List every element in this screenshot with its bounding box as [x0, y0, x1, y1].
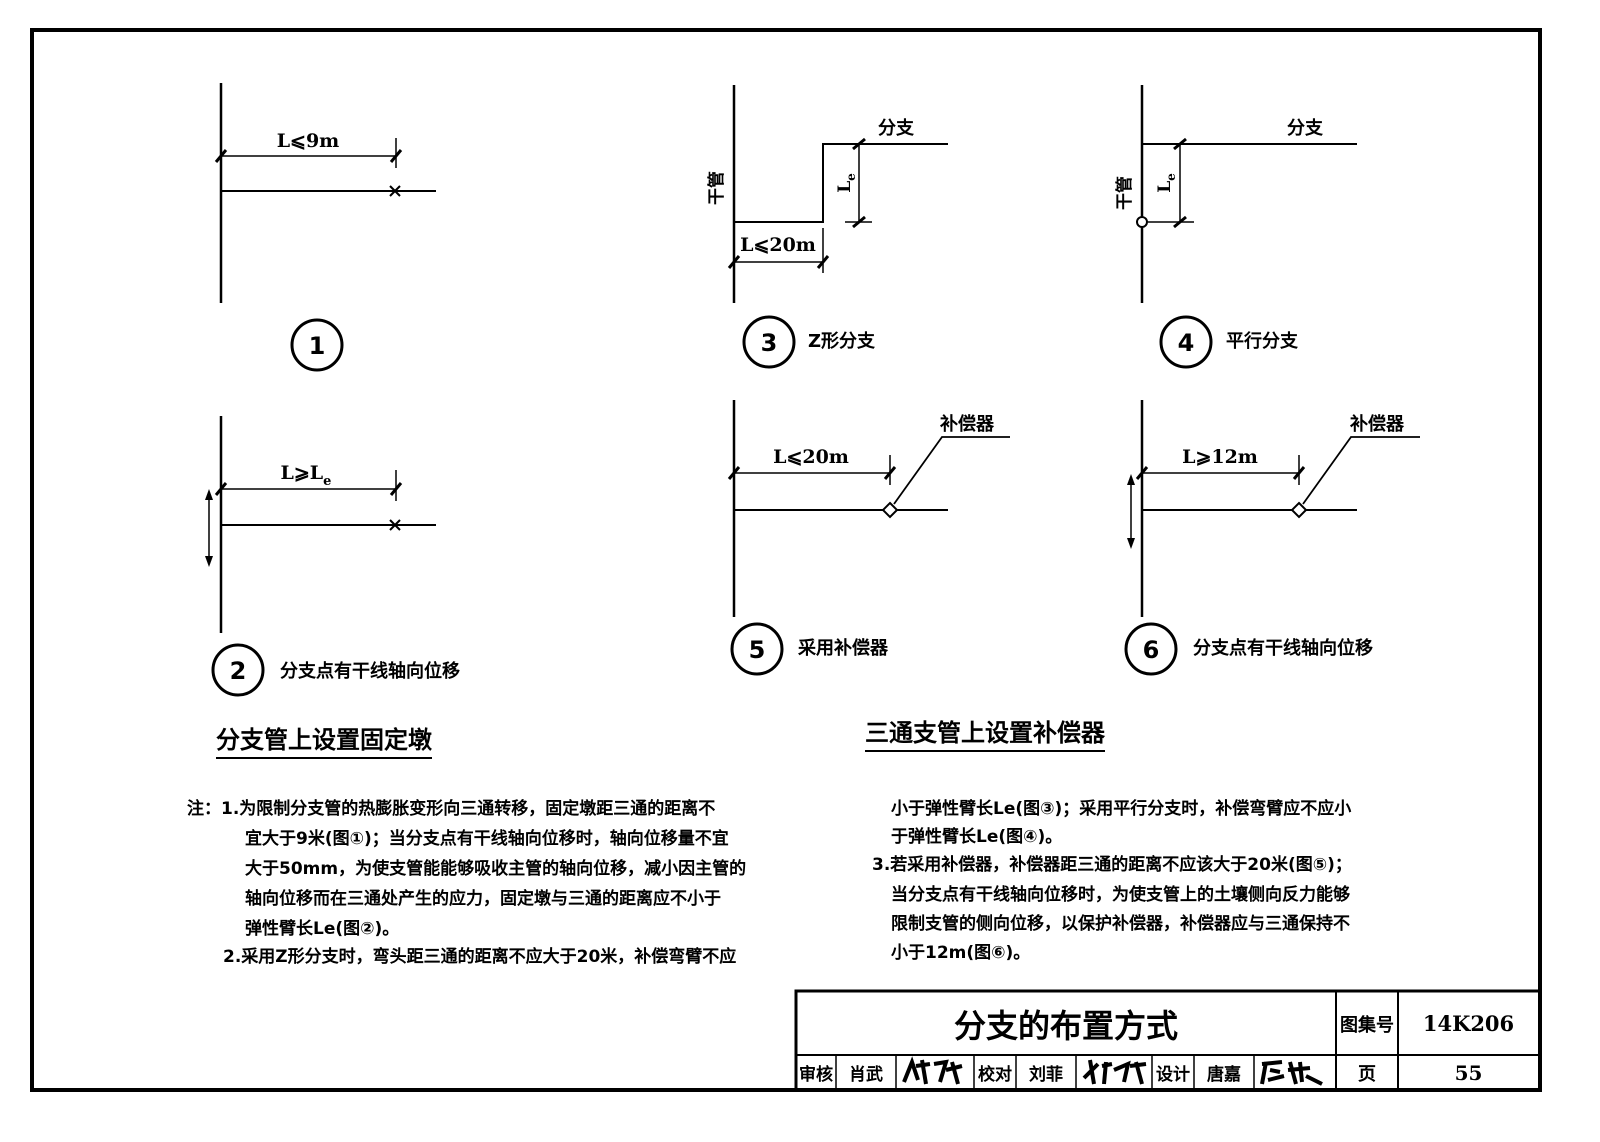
fig3-arm-label: Le — [835, 173, 858, 193]
compensator-leader — [1302, 436, 1420, 505]
fig1-number: 1 — [309, 332, 326, 360]
note-line: 3.若采用补偿器，补偿器距三通的距离不应该大于20米(图⑤)； — [872, 855, 1352, 875]
fig6-dim-label: L⩾12m — [1182, 446, 1258, 468]
note-line: 2.采用Z形分支时，弯头距三通的距离不应大于20米，补偿弯臂不应 — [223, 947, 737, 967]
figure-6: 补偿器 L⩾12m 6 分支点有干线轴向位移 — [1124, 400, 1420, 676]
fig2-dim-label: L⩾Le — [281, 462, 332, 489]
tee-point-marker — [1136, 216, 1148, 228]
reviewer-signature — [902, 1056, 963, 1085]
figure-3: 干管 分支 L⩽20m Le 3 Z形分支 — [706, 85, 948, 369]
atlas-label: 图集号 — [1340, 1014, 1394, 1036]
designer-signature — [1260, 1060, 1323, 1086]
fig1-dim-label: L⩽9m — [277, 130, 340, 152]
note-line: 大于50mm，为使支管能能够吸收主管的轴向位移，减小因主管的 — [245, 859, 747, 879]
figure-4: 干管 分支 Le 4 平行分支 — [1114, 85, 1357, 369]
fig3-dim-label: L⩽20m — [740, 234, 816, 256]
fig5-number-circle — [730, 622, 784, 676]
review-label: 审核 — [799, 1065, 833, 1085]
fig6-compensator-label: 补偿器 — [1349, 413, 1405, 435]
fig4-branch-label: 分支 — [1287, 117, 1324, 139]
note-line: 小于12m(图⑥)。 — [891, 943, 1031, 963]
fixed-pier-marker — [389, 519, 401, 531]
title-block — [794, 989, 1542, 1092]
fig4-number-circle — [1159, 315, 1213, 369]
atlas-number: 14K206 — [1422, 1011, 1515, 1036]
note-line: 于弹性臂长Le(图④)。 — [891, 827, 1063, 847]
compensator-marker — [1290, 501, 1308, 519]
drawing-title: 分支的布置方式 — [953, 1006, 1178, 1045]
note-line: 小于弹性臂长Le(图③)；采用平行分支时，补偿弯臂应不应小 — [891, 799, 1352, 819]
section-title-fixed-pier: 分支管上设置固定墩 — [216, 720, 432, 759]
fig4-caption: 平行分支 — [1226, 330, 1299, 352]
check-label: 校对 — [978, 1065, 1012, 1085]
fig3-number-circle — [742, 315, 796, 369]
fig2-number-circle — [211, 643, 265, 697]
axial-displacement-arrow — [1127, 474, 1135, 549]
note-line: 宜大于9米(图①)；当分支点有干线轴向位移时，轴向位移量不宜 — [245, 829, 729, 849]
compensator-leader — [893, 436, 1010, 505]
sheet-border — [30, 28, 1542, 1092]
note-line: 弹性臂长Le(图②)。 — [245, 919, 400, 939]
reviewer-name: 肖武 — [849, 1065, 883, 1085]
figure-2: L⩾Le 2 分支点有干线轴向位移 — [205, 416, 460, 697]
fig3-branch-label: 分支 — [878, 117, 915, 139]
note-line: 注：1.为限制分支管的热膨胀变形向三通转移，固定墩距三通的距离不 — [187, 799, 716, 819]
fig3-main-pipe-label: 干管 — [706, 171, 727, 205]
compensator-marker — [881, 501, 899, 519]
fig4-main-pipe-label: 干管 — [1114, 176, 1135, 210]
note-line: 限制支管的侧向位移，以保护补偿器，补偿器应与三通保持不 — [891, 914, 1350, 934]
fig6-number: 6 — [1143, 636, 1160, 664]
note-line: 当分支点有干线轴向位移时，为使支管上的土壤侧向反力能够 — [891, 885, 1350, 905]
note-line: 轴向位移而在三通处产生的应力，固定墩与三通的距离应不小于 — [245, 889, 721, 909]
fig2-caption: 分支点有干线轴向位移 — [280, 660, 460, 682]
axial-displacement-arrow — [205, 489, 213, 567]
fig5-compensator-label: 补偿器 — [939, 413, 995, 435]
section-title-compensator: 三通支管上设置补偿器 — [865, 713, 1105, 752]
fixed-pier-marker — [389, 185, 401, 197]
figure-1: L⩽9m 1 — [214, 83, 436, 372]
fig4-arm-label: Le — [1155, 173, 1178, 193]
checker-signature — [1082, 1059, 1147, 1085]
fig6-number-circle — [1124, 622, 1178, 676]
fig5-number: 5 — [749, 636, 766, 664]
checker-name: 刘菲 — [1029, 1065, 1063, 1085]
fig2-number: 2 — [230, 657, 247, 685]
designer-name: 唐嘉 — [1207, 1065, 1241, 1085]
page-label: 页 — [1358, 1063, 1376, 1085]
page-number: 55 — [1454, 1060, 1483, 1085]
fig5-dim-label: L⩽20m — [773, 446, 849, 468]
fig5-caption: 采用补偿器 — [797, 637, 889, 659]
fig6-caption: 分支点有干线轴向位移 — [1193, 637, 1373, 659]
fig3-caption: Z形分支 — [808, 330, 876, 352]
fig4-number: 4 — [1178, 329, 1195, 357]
design-label: 设计 — [1156, 1065, 1190, 1085]
fig1-number-circle — [290, 318, 344, 372]
fig3-number: 3 — [761, 329, 778, 357]
figure-5: 补偿器 L⩽20m 5 采用补偿器 — [727, 400, 1010, 676]
